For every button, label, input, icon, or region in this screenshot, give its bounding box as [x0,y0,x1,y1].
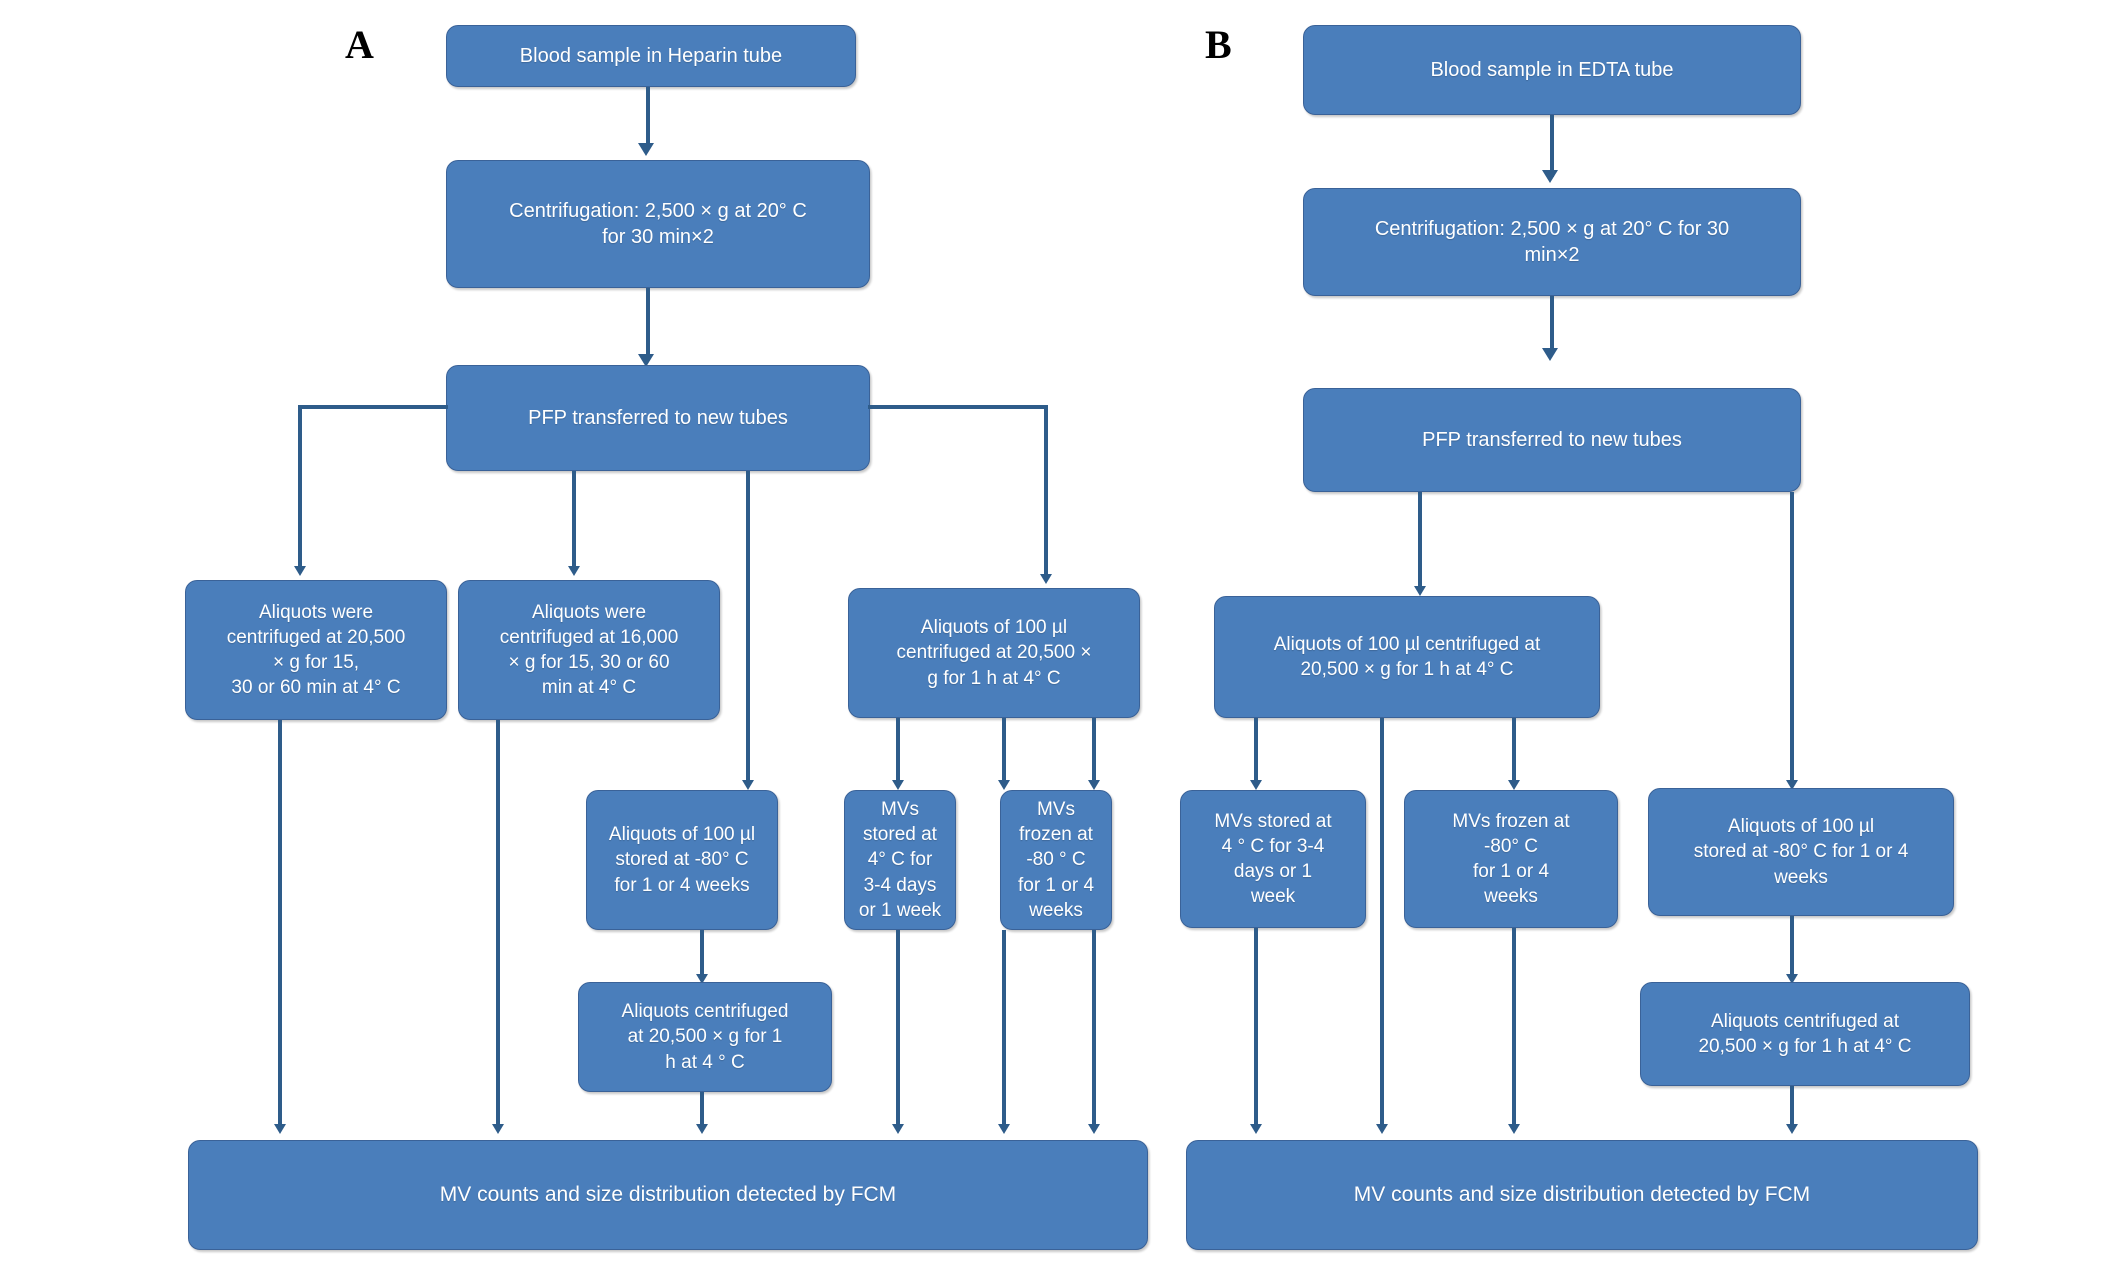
arrowhead-a-12 [1088,1124,1100,1134]
arrowhead-a-branch-1 [294,566,306,576]
connector-a-branch-2 [572,471,576,572]
arrowhead-a-3 [274,1124,286,1134]
connector-a-9 [700,1092,704,1130]
node-b-blood-sample: Blood sample in EDTA tube [1303,25,1801,115]
arrowhead-b-3 [1414,586,1426,596]
arrowhead-a-7 [1088,780,1100,790]
node-a-aliquots-centrifuged: Aliquots centrifuged at 20,500 × g for 1… [578,982,832,1092]
node-a-centrifugation: Centrifugation: 2,500 × g at 20° C for 3… [446,160,870,288]
node-a-aliquots-20500: Aliquots were centrifuged at 20,500 × g … [185,580,447,720]
node-b-aliquots-100ul-stored: Aliquots of 100 µl stored at -80° C for … [1648,788,1954,916]
connector-a-10 [896,930,900,1130]
arrowhead-a-9 [696,1124,708,1134]
arrowhead-b-8 [1250,1124,1262,1134]
connector-b-1 [1550,115,1554,177]
connector-a-8 [700,930,704,980]
connector-a-6 [1002,718,1006,786]
connector-a-branch-3 [746,471,750,786]
connector-b-7 [1512,718,1516,786]
connector-a-bus-right [868,405,1048,409]
connector-a-branch-4 [1044,405,1048,580]
connector-b-11 [1790,1086,1794,1130]
connector-a-1 [646,87,650,149]
connector-a-5 [896,718,900,786]
connector-b-6 [1380,718,1384,1130]
node-b-mvs-stored-4c: MVs stored at 4 ° C for 3-4 days or 1 we… [1180,790,1366,928]
node-a-mvs-stored-4c: MVs stored at 4° C for 3-4 days or 1 wee… [844,790,956,930]
node-b-result: MV counts and size distribution detected… [1186,1140,1978,1250]
arrowhead-b-2 [1542,348,1558,361]
arrowhead-a-2 [638,354,654,367]
arrowhead-a-11 [998,1124,1010,1134]
node-a-mvs-frozen-80: MVs frozen at -80 ° C for 1 or 4 weeks [1000,790,1112,930]
connector-a-bus-left [298,405,448,409]
connector-a-branch-1 [298,405,302,572]
arrowhead-b-1 [1542,170,1558,183]
connector-b-4 [1790,492,1794,786]
arrowhead-a-8 [696,974,708,984]
node-b-centrifugation: Centrifugation: 2,500 × g at 20° C for 3… [1303,188,1801,296]
node-a-pfp: PFP transferred to new tubes [446,365,870,471]
connector-a-2 [646,288,650,360]
node-b-mvs-frozen-80: MVs frozen at -80° C for 1 or 4 weeks [1404,790,1618,928]
arrowhead-b-4 [1786,780,1798,790]
node-a-aliquots-100ul-stored: Aliquots of 100 µl stored at -80° C for … [586,790,778,930]
connector-a-11 [1002,930,1006,1130]
panel-label-a: A [345,22,374,67]
arrowhead-a-1 [638,143,654,156]
connector-b-5 [1254,718,1258,786]
arrowhead-a-branch-2 [568,566,580,576]
node-b-pfp: PFP transferred to new tubes [1303,388,1801,492]
arrowhead-b-7 [1508,780,1520,790]
arrowhead-a-6 [998,780,1010,790]
arrowhead-b-10 [1786,974,1798,984]
arrowhead-a-4 [492,1124,504,1134]
node-a-aliquots-16000: Aliquots were centrifuged at 16,000 × g … [458,580,720,720]
arrowhead-a-branch-4 [1040,574,1052,584]
arrowhead-a-5 [892,780,904,790]
arrowhead-b-5 [1250,780,1262,790]
node-a-blood-sample: Blood sample in Heparin tube [446,25,856,87]
connector-b-9 [1512,928,1516,1130]
node-a-result: MV counts and size distribution detected… [188,1140,1148,1250]
arrowhead-a-branch-3 [742,780,754,790]
connector-a-3 [278,720,282,1130]
arrowhead-b-9 [1508,1124,1520,1134]
connector-a-4 [496,720,500,1130]
panel-label-b: B [1205,22,1232,67]
arrowhead-b-11 [1786,1124,1798,1134]
node-b-aliquots-100ul-spin: Aliquots of 100 µl centrifuged at 20,500… [1214,596,1600,718]
connector-b-2 [1550,296,1554,354]
connector-b-8 [1254,928,1258,1130]
connector-a-12 [1092,930,1096,1130]
node-b-aliquots-centrifuged: Aliquots centrifuged at 20,500 × g for 1… [1640,982,1970,1086]
connector-a-7 [1092,718,1096,786]
node-a-aliquots-100ul-spin: Aliquots of 100 µl centrifuged at 20,500… [848,588,1140,718]
connector-b-3 [1418,492,1422,592]
arrowhead-b-6 [1376,1124,1388,1134]
connector-b-10 [1790,916,1794,980]
arrowhead-a-10 [892,1124,904,1134]
